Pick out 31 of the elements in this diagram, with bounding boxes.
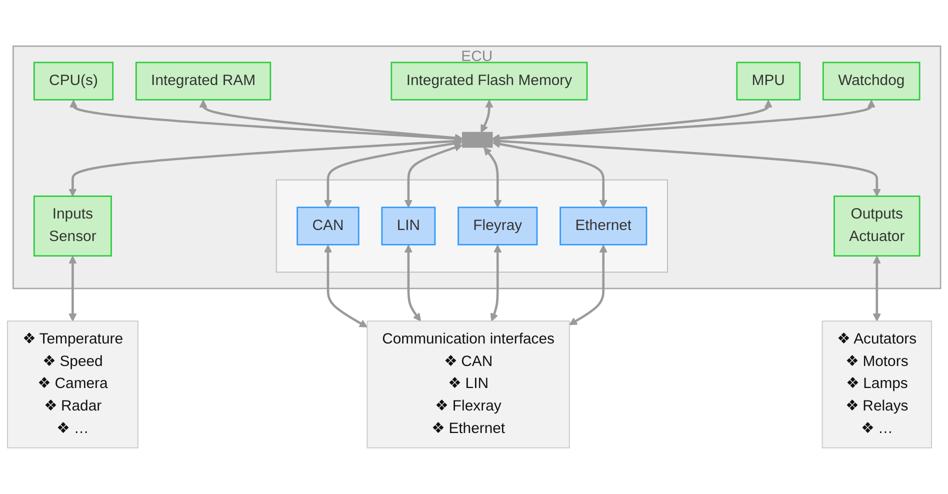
node-box: Outputs Actuator [834, 196, 920, 257]
arrow [492, 137, 881, 197]
node-box: ❖ Acutators ❖ Motors ❖ Lamps ❖ Relays ❖ … [822, 320, 932, 448]
arrow [68, 137, 462, 197]
arrow [404, 244, 422, 322]
node-box: MPU [736, 62, 801, 100]
arrow [404, 144, 462, 208]
arrow [69, 100, 463, 143]
arrow [324, 244, 368, 328]
node-box: CPU(s) [33, 62, 114, 100]
cluster [276, 179, 668, 273]
arrow [484, 147, 502, 208]
node-box: Watchdog [822, 62, 920, 100]
node-box: Ethernet [560, 206, 648, 246]
arrow [492, 100, 876, 143]
node-bar [462, 132, 493, 148]
node-box: Communication interfaces ❖ CAN ❖ LIN ❖ Flexray ❖ Ethernet [366, 320, 570, 448]
arrow [480, 100, 494, 133]
node-box: Fleyray [458, 206, 538, 246]
node-box: Integrated RAM [135, 62, 272, 100]
node-box: Integrated Flash Memory [390, 62, 588, 100]
arrow [872, 256, 881, 322]
arrow [490, 244, 502, 322]
arrow [492, 140, 608, 208]
node-box: CAN [296, 206, 360, 246]
arrow [324, 139, 462, 208]
node-box: Inputs Sensor [33, 196, 112, 257]
node-box: ❖ Temperature ❖ Speed ❖ Camera ❖ Radar ❖ … [7, 320, 138, 448]
node-box: LIN [381, 206, 436, 246]
arrow [569, 244, 608, 326]
arrow [68, 256, 77, 322]
